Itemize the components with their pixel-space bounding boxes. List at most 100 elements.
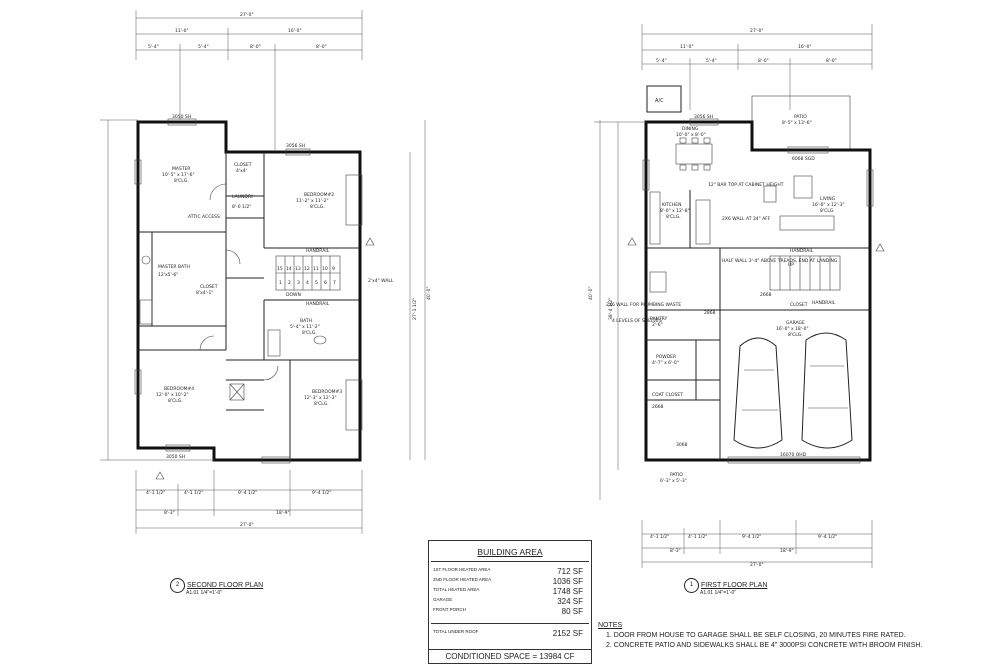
second-floor-side-dimensions: 40'-0" 27'-1 1/2" 4'-1 1/2" 4'-1 1/2" 9'…: [100, 119, 432, 534]
ff-bottom-overall-dim: 27'-0": [750, 562, 764, 568]
stair-tread-3: 3: [297, 280, 300, 286]
room-bath-name: BATH: [300, 318, 312, 324]
stair-tread-14: 14: [286, 266, 292, 272]
window-tag-top: 3050 SH: [172, 114, 191, 120]
handrail-label-upper: HANDRAIL: [306, 248, 330, 254]
window-tag-mid: 3056 SH: [286, 143, 305, 149]
notes-header: NOTES: [598, 622, 623, 629]
second-floor-sheet-ref: A1.01: [186, 590, 200, 596]
ff-top-dim-4: 5'-4": [706, 58, 717, 64]
ff-depth-left-dim: 38'-4 1/2": [608, 298, 614, 320]
kitchen-island: [695, 199, 711, 245]
first-floor-windows: 3056 SH 6068 SGD 16070 OHD: [642, 114, 874, 464]
ff-overall-width-dim: 27'-0": [750, 28, 764, 34]
note-plumbing-wall: 2X6 WALL FOR PLUMBING WASTE: [606, 302, 681, 308]
ff-top-dim-1: 11'-0": [680, 44, 694, 50]
ff-handrail-lower: HANDRAIL: [812, 300, 836, 306]
ff-top-dim-2: 16'-0": [798, 44, 812, 50]
door-tag-1: 2668: [760, 292, 772, 298]
top-dim-5: 8'-0": [250, 44, 261, 50]
ff-bottom-dim-6: 18'-9": [780, 548, 794, 554]
stair-tread-12: 12: [304, 266, 310, 272]
bottom-dim-4: 9'-4 1/2": [312, 490, 331, 496]
building-area-title: BUILDING AREA: [477, 547, 543, 557]
note-2x6-wall: 2X6 WALL AT 34" AFF: [722, 216, 771, 222]
room-bedroom2-dims: 11'-2" x 11'-2": [296, 198, 329, 204]
stair-tread-5: 5: [315, 280, 318, 286]
room-bedroom3-clg: 8'CLG.: [314, 401, 329, 407]
ff-top-dim-3: 5'-4": [656, 58, 667, 64]
first-floor-plan-number: 1: [684, 578, 699, 593]
room-garage-dims: 16'-0" x 18'-0": [776, 326, 809, 332]
room-laundry-dims: 8'-0 1/2": [232, 204, 251, 210]
area-row-front-porch: FRONT PORCH 80 SF: [433, 607, 583, 617]
room-kitchen-name: KITCHEN: [662, 202, 682, 208]
stair-tread-2: 2: [288, 280, 291, 286]
room-front-patio-dims: 6'-3" x 5'-3": [660, 478, 687, 484]
rear-patio-dims: 8'-5" x 13'-6": [782, 120, 812, 126]
window-tag-bottom: 3050 SH: [166, 454, 185, 460]
rear-patio-name: PATIO: [794, 114, 807, 120]
top-dim-6: 8'-0": [316, 44, 327, 50]
room-closet-b-dims: 8'x4'-1": [196, 290, 213, 296]
first-floor-furniture: [649, 137, 835, 293]
first-floor-side-dimensions: 40'-0" 38'-4 1/2" 4'-1 1/2" 4'-1 1/2" 9'…: [588, 120, 885, 568]
top-dim-3: 5'-4": [148, 44, 159, 50]
room-closet-name: CLOSET: [790, 302, 808, 308]
general-notes: NOTES 1. DOOR FROM HOUSE TO GARAGE SHALL…: [598, 622, 922, 651]
room-bedroom4-clg: 8'CLG.: [168, 398, 183, 404]
room-bedroom2-name: BEDROOM#2: [304, 192, 334, 198]
second-floor-plan: 27'-0" 11'-0" 16'-0" 5'-4" 5'-4" 8'-0" 8…: [100, 10, 432, 534]
bottom-dim-1: 4'-1 1/2": [146, 490, 165, 496]
room-powder-name: POWDER: [656, 354, 676, 360]
first-floor-scale-value: 1/4"=1'-0": [714, 590, 737, 596]
room-bedroom4-dims: 12'-0" x 10'-2": [156, 392, 189, 398]
stair-tread-1: 1: [279, 280, 282, 286]
area-row-garage: GARAGE 324 SF: [433, 597, 583, 607]
garage-cars: [733, 332, 853, 449]
note-item: 1. DOOR FROM HOUSE TO GARAGE SHALL BE SE…: [606, 632, 906, 639]
room-dining-dims: 10'-0" x 8'-0": [676, 132, 706, 138]
second-floor-windows: 3050 SH 3056 SH 3050 SH: [134, 114, 363, 464]
second-floor-plan-number: 2: [170, 578, 185, 593]
building-area-table: BUILDING AREA 1ST FLOOR HEATED AREA 712 …: [428, 540, 592, 664]
first-floor-plan: 27'-0" 11'-0" 16'-0" 5'-4" 5'-4" 8'-0" 8…: [588, 24, 885, 568]
note-item: 2. CONCRETE PATIO AND SIDEWALKS SHALL BE…: [606, 642, 923, 649]
depth-dim: 40'-0": [426, 286, 432, 300]
top-dim-1: 11'-0": [175, 28, 189, 34]
ff-bottom-dim-4: 9'-4 1/2": [818, 534, 837, 540]
room-pantry-name: PANTRY: [650, 316, 667, 322]
stair-tread-15: 15: [277, 266, 283, 272]
area-row-2nd-floor: 2ND FLOOR HEATED AREA 1036 SF: [433, 577, 583, 587]
second-floor-stairs: 15 14 13 12 11 10 9 1 2 3 4 5 6 7 DOWN H…: [275, 248, 394, 307]
stair-down-label: DOWN: [286, 292, 301, 298]
stair-tread-4: 4: [306, 280, 309, 286]
first-floor-sheet-ref: A1.01: [700, 590, 714, 596]
area-row-value: 1036 SF: [552, 577, 583, 586]
top-dim-2: 16'-0": [288, 28, 302, 34]
area-row-label: FRONT PORCH: [433, 607, 466, 612]
room-bedroom2-clg: 8'CLG.: [310, 204, 325, 210]
area-row-total-heated: TOTAL HEATED AREA 1748 SF: [433, 587, 583, 597]
ff-bottom-dim-1: 4'-1 1/2": [650, 534, 669, 540]
ff-bottom-dim-5: 8'-3": [670, 548, 681, 554]
second-floor-plan-name: SECOND FLOOR PLAN: [187, 582, 264, 589]
door-tag-3: 3068: [676, 442, 688, 448]
armchair: [763, 185, 777, 203]
room-powder-dims: 4'-7" x 6'-0": [652, 360, 679, 366]
first-floor-room-labels: DINING 10'-0" x 8'-0" LIVING 16'-0" x 12…: [650, 126, 845, 484]
first-floor-top-dimensions: 27'-0" 11'-0" 16'-0" 5'-4" 5'-4" 8'-0" 8…: [641, 24, 873, 110]
area-row-label: 1ST FLOOR HEATED AREA: [433, 567, 491, 572]
room-master-bath-name: MASTER BATH: [158, 264, 190, 270]
note-bar-top: 12" BAR TOP AT CABINET HEIGHT: [708, 182, 784, 188]
second-floor-scale-value: 1/4"=1'-0": [200, 590, 223, 596]
room-bath-clg: 8'CLG.: [302, 330, 317, 336]
kitchen-counter: [649, 191, 661, 245]
first-floor-walls: [644, 120, 872, 462]
room-master-name: MASTER: [172, 166, 191, 172]
ff-depth-dim: 40'-0": [588, 286, 594, 300]
note-half-wall: HALF WALL 3'-4" ABOVE TREADS, END AT LAN…: [722, 258, 838, 264]
room-living-dims: 16'-0" x 12'-3": [812, 202, 845, 208]
area-row-value: 1748 SF: [552, 587, 583, 596]
